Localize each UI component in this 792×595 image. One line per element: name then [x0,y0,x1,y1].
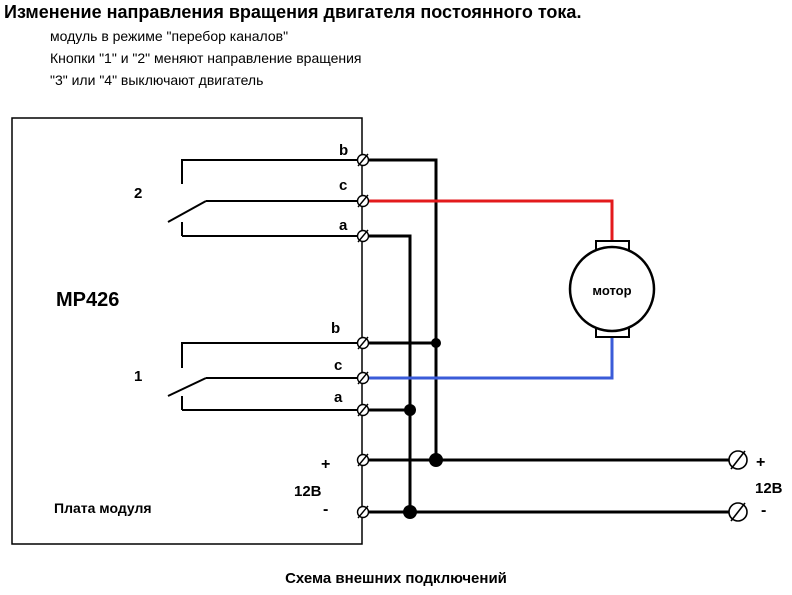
red-wire [363,199,614,241]
module-name: MP426 [56,289,119,311]
terminal-label-a-top: a [339,217,348,234]
module-plus-label: + [321,456,330,473]
module-terminals [356,153,370,519]
note-line-3: "3" или "4" выключают двигатель [50,72,264,88]
supply-plus-label: + [756,454,765,471]
relay-2-switch [167,159,358,237]
terminal-label-c-top: c [339,177,347,194]
terminal-label-a-bottom: a [334,389,343,406]
module-minus-label: - [323,501,328,518]
relay-1-label: 1 [134,368,142,385]
supply-minus-label: - [761,502,766,519]
module-board [11,117,363,545]
note-line-2: Кнопки "1" и "2" меняют направление вращ… [50,50,362,66]
board-label: Плата модуля [54,500,152,516]
module-voltage-label: 12В [294,483,322,500]
terminal-label-c-bottom: c [334,357,342,374]
terminal-label-b-bottom: b [331,320,340,337]
black-wires [363,158,733,514]
note-line-1: модуль в режиме "перебор каналов" [50,28,289,44]
motor-symbol [568,240,656,338]
blue-wire [363,337,614,380]
terminal-label-b-top: b [339,142,348,159]
diagram-title: Изменение направления вращения двигателя… [4,2,582,22]
motor-label: мотор [592,283,631,298]
diagram-caption: Схема внешних подключений [285,570,507,587]
supply-voltage-label: 12В [755,480,783,497]
power-terminals [728,450,748,522]
junction-dots [403,338,443,519]
relay-2-label: 2 [134,185,142,202]
relay-1-switch [167,342,358,411]
